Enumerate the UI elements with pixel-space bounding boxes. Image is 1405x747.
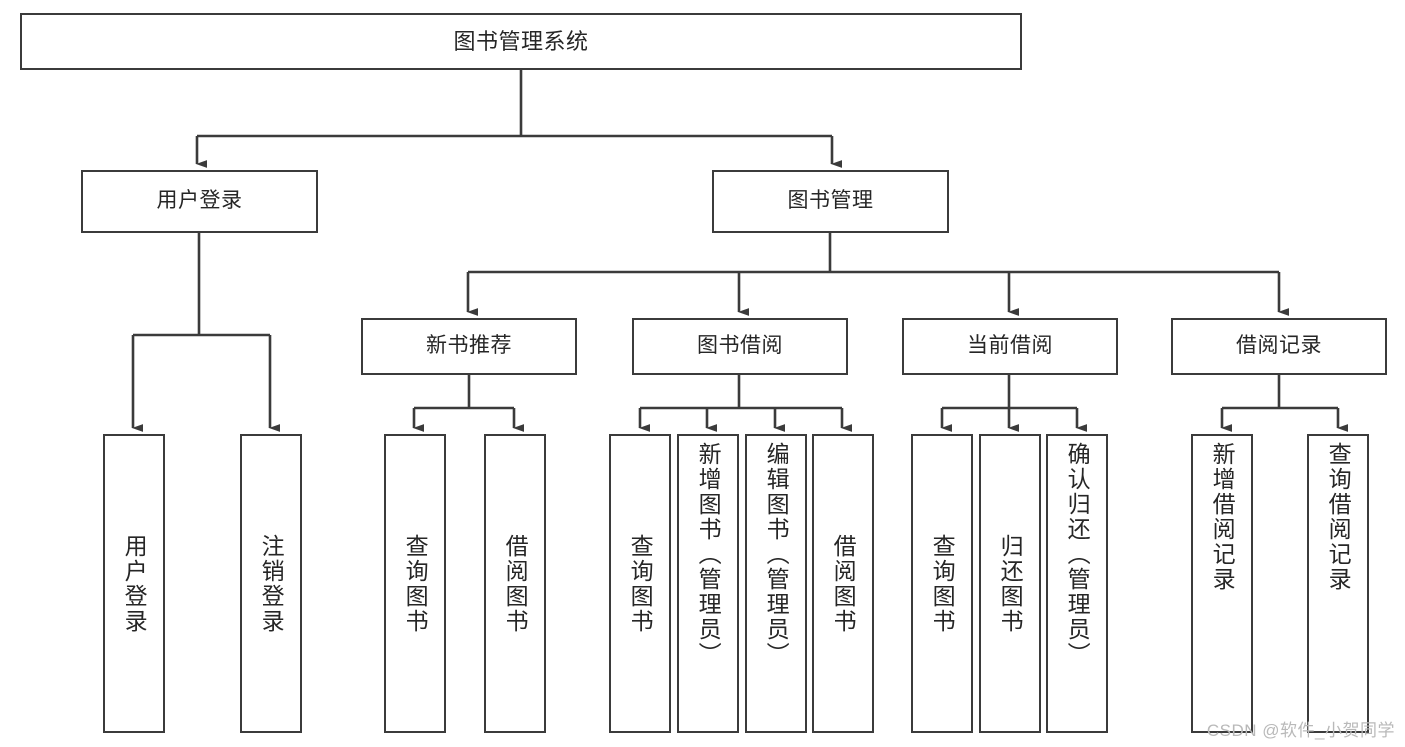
leaf-new-book-borrow[interactable]: 借阅图书 (484, 434, 546, 733)
node-book-management[interactable]: 图书管理 (712, 170, 949, 233)
node-label: 借阅记录 (1236, 334, 1322, 358)
node-label: 新增借阅记录 (1209, 442, 1236, 592)
leaf-record-add-record[interactable]: 新增借阅记录 (1191, 434, 1253, 733)
leaf-user-login-signin[interactable]: 用户登录 (103, 434, 165, 733)
node-label: 查询图书 (627, 533, 654, 634)
node-borrow-record[interactable]: 借阅记录 (1171, 318, 1387, 375)
node-label: 注销登录 (258, 533, 285, 634)
node-label: 借阅图书 (830, 533, 857, 634)
node-current-borrow[interactable]: 当前借阅 (902, 318, 1118, 375)
leaf-borrow-borrow-book[interactable]: 借阅图书 (812, 434, 874, 733)
leaf-user-login-signout[interactable]: 注销登录 (240, 434, 302, 733)
node-label: 图书管理 (787, 189, 874, 213)
node-label: 用户登录 (121, 533, 148, 634)
node-root-system[interactable]: 图书管理系统 (20, 13, 1022, 70)
node-user-login[interactable]: 用户登录 (81, 170, 318, 233)
node-label: 新书推荐 (426, 334, 512, 358)
node-label: 当前借阅 (967, 334, 1053, 358)
node-label: 借阅图书 (502, 533, 529, 634)
leaf-borrow-query-book[interactable]: 查询图书 (609, 434, 671, 733)
leaf-borrow-edit-book-admin[interactable]: 编辑图书（管理员） (745, 434, 807, 733)
node-label: 查询借阅记录 (1325, 442, 1352, 592)
node-label: 新增图书（管理员） (695, 442, 722, 667)
leaf-borrow-add-book-admin[interactable]: 新增图书（管理员） (677, 434, 739, 733)
node-label: 图书借阅 (697, 334, 783, 358)
leaf-record-query-record[interactable]: 查询借阅记录 (1307, 434, 1369, 733)
node-label: 图书管理系统 (453, 28, 589, 54)
node-label: 编辑图书（管理员） (763, 442, 790, 667)
leaf-current-return-book[interactable]: 归还图书 (979, 434, 1041, 733)
node-book-borrow[interactable]: 图书借阅 (632, 318, 848, 375)
node-label: 归还图书 (997, 533, 1024, 634)
leaf-current-confirm-return-admin[interactable]: 确认归还（管理员） (1046, 434, 1108, 733)
node-label: 查询图书 (402, 533, 429, 634)
leaf-new-book-query[interactable]: 查询图书 (384, 434, 446, 733)
node-label: 查询图书 (929, 533, 956, 634)
node-new-book-recommend[interactable]: 新书推荐 (361, 318, 577, 375)
node-label: 用户登录 (156, 189, 243, 213)
leaf-current-query-book[interactable]: 查询图书 (911, 434, 973, 733)
node-label: 确认归还（管理员） (1064, 442, 1091, 667)
watermark: CSDN @软件_小贺同学 (1206, 721, 1395, 740)
